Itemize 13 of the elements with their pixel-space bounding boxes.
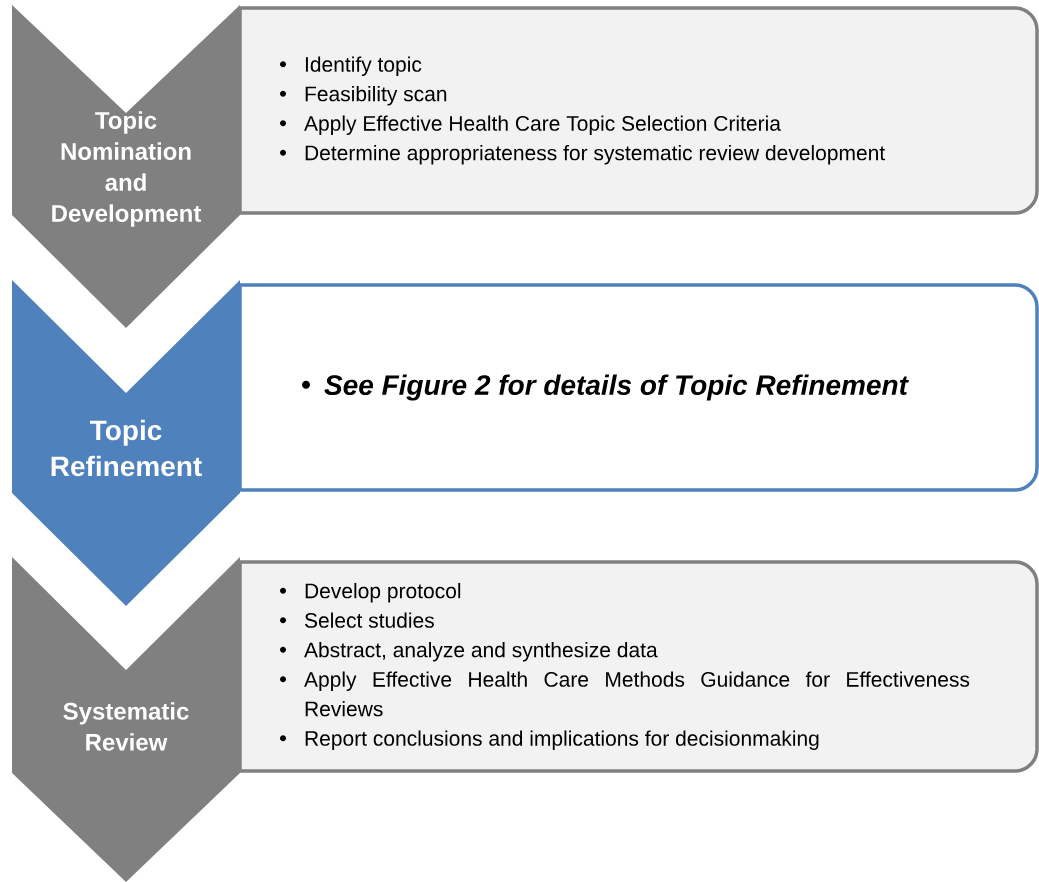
list-item: Identify topic [280,56,422,76]
rounded-box [238,283,1039,492]
rounded-box [238,6,1039,215]
list-item: Apply Effective Health Care Methods Guidance for Effectiveness Reviews [280,671,970,717]
list-item: Abstract, analyze and synthesize data [280,641,658,662]
callout-text: See Figure 2 for details of Topic Refinement [302,374,909,401]
list-item: Select studies [280,612,434,628]
list-item: Determine appropriateness for systematic review development [280,144,885,165]
rounded-box [238,560,1039,773]
list-item: Report conclusions and implications for decisionmaking [280,730,819,750]
list-item: Apply Effective Health Care Topic Selection Criteria [280,115,781,135]
list-item: Feasibility scan [280,85,447,106]
list-item: Develop protocol [280,582,461,603]
